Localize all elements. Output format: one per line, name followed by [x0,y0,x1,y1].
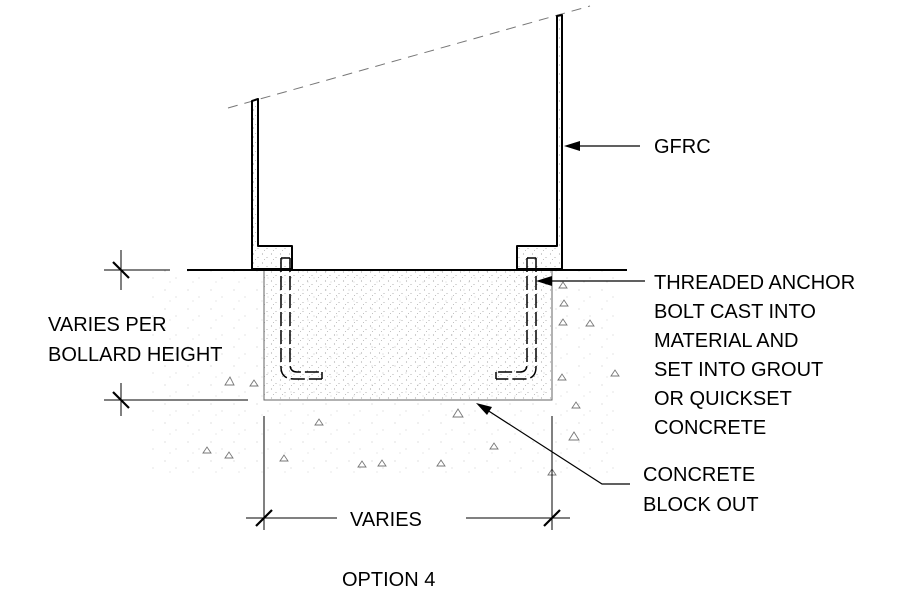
anchor-label-line-5: OR QUICKSET [654,388,792,410]
anchor-label-line-6: CONCRETE [654,417,766,439]
width-label: VARIES [350,509,422,531]
gfrc-label: GFRC [654,136,711,158]
right-anchor-bolt [495,257,537,380]
anchor-bolt-leader [536,276,645,286]
block-out-label-line-1: CONCRETE [643,464,755,486]
width-dimension [246,416,570,530]
option-caption: OPTION 4 [342,569,435,591]
left-gfrc-wall [251,98,293,270]
anchor-label-line-1: THREADED ANCHOR [654,272,855,294]
block-out-label: CONCRETE BLOCK OUT [643,464,759,516]
gfrc-leader [564,141,640,151]
anchor-label-line-3: MATERIAL AND [654,330,798,352]
height-dimension [104,250,248,416]
anchor-label-line-2: BOLT CAST INTO [654,301,816,323]
left-anchor-bolt [280,257,323,380]
block-out-leader [476,403,630,485]
height-label-line-1: VARIES PER [48,314,167,336]
block-out-label-line-2: BLOCK OUT [643,494,759,516]
anchor-bolt-label: THREADED ANCHOR BOLT CAST INTO MATERIAL … [654,272,855,439]
anchor-label-line-4: SET INTO GROUT [654,359,823,381]
height-label: VARIES PER BOLLARD HEIGHT [48,314,222,366]
top-slope-dashed-line [227,5,591,109]
concrete-block-out [263,269,553,401]
right-gfrc-wall [516,14,563,270]
height-label-line-2: BOLLARD HEIGHT [48,344,222,366]
